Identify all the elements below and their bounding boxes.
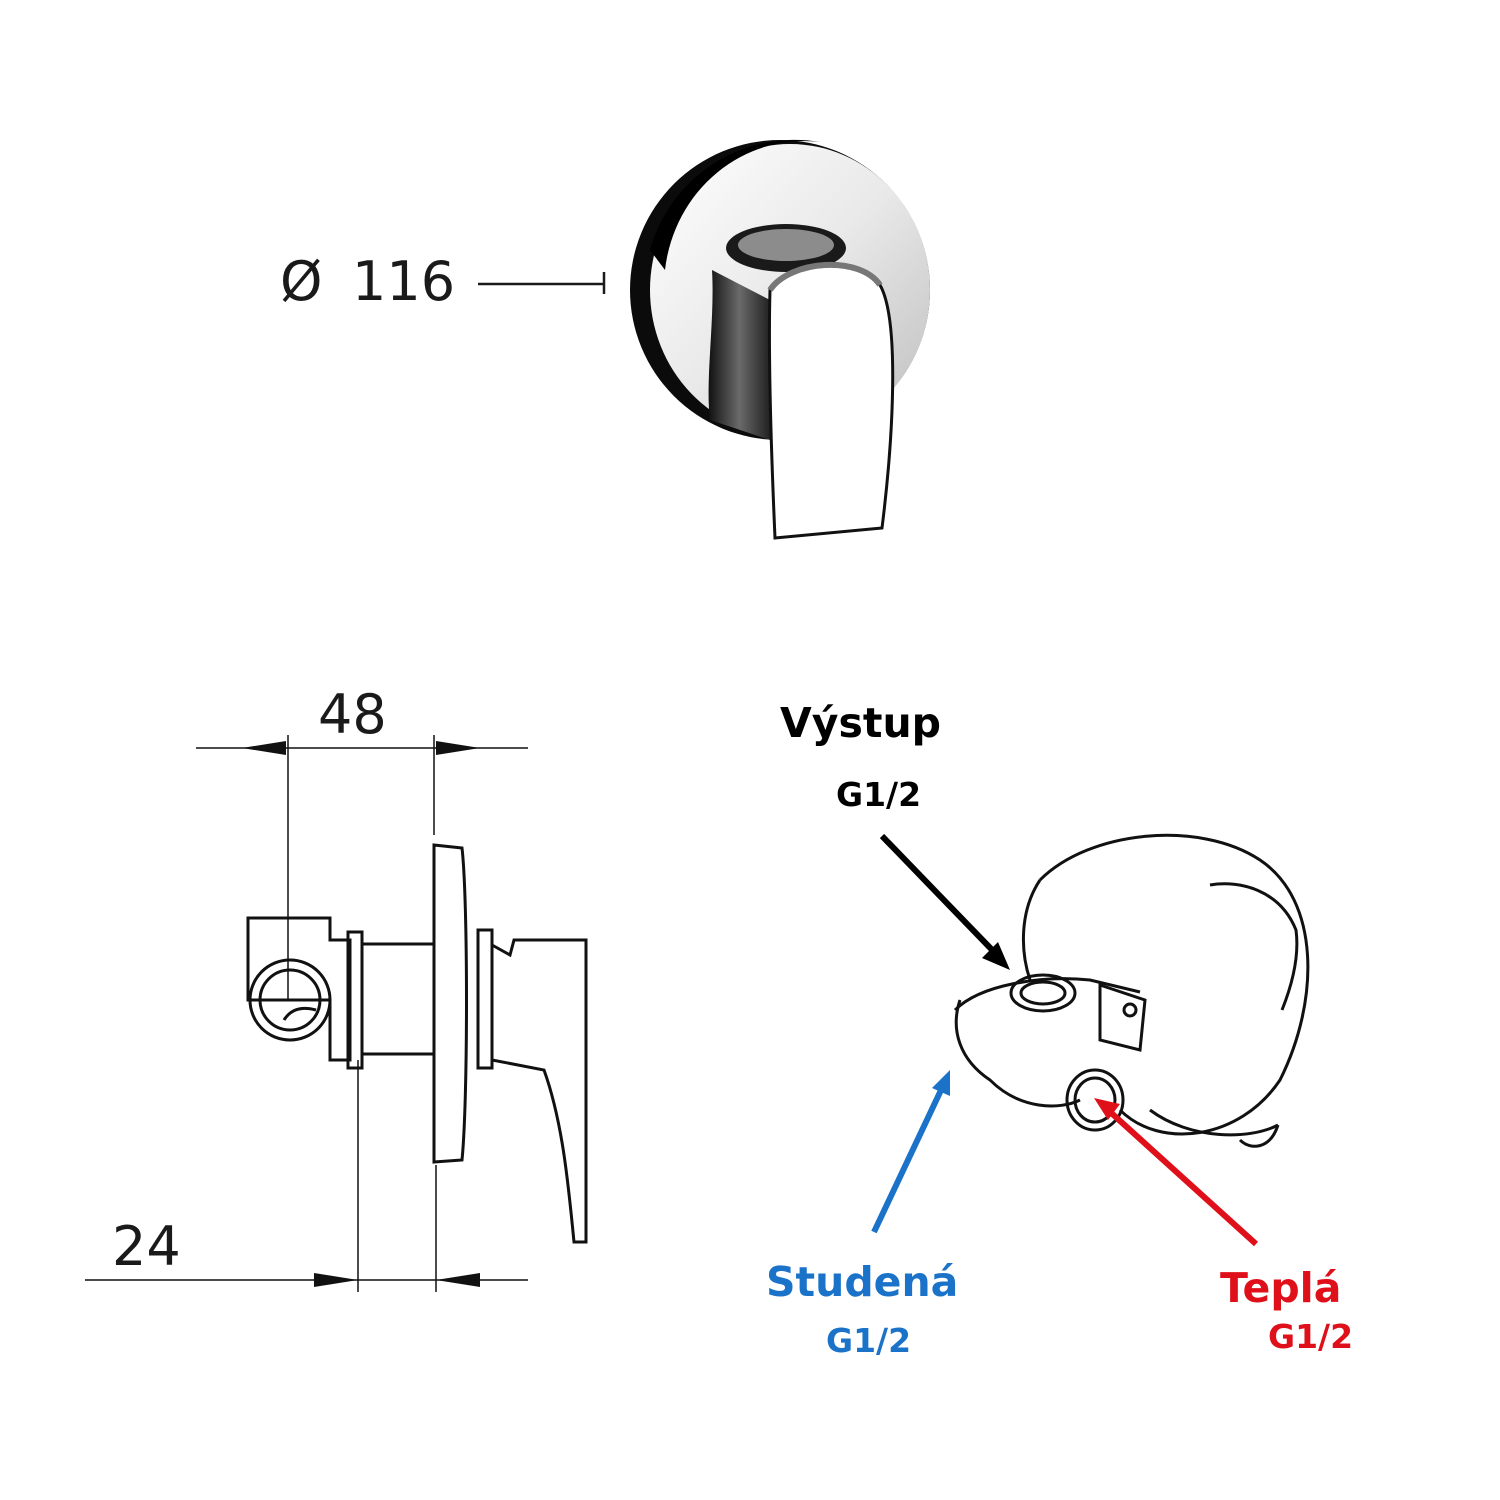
outlet-arrow-head bbox=[982, 942, 1010, 970]
side-view: 48 24 bbox=[85, 683, 588, 1292]
isometric-valve bbox=[953, 833, 1310, 1148]
hot-thread: G1/2 bbox=[1268, 1317, 1353, 1356]
diameter-symbol: Ø bbox=[280, 250, 323, 313]
hot-callout: Teplá G1/2 bbox=[1094, 1098, 1353, 1356]
front-view: Ø 116 bbox=[280, 139, 930, 540]
outlet-callout: Výstup G1/2 bbox=[780, 699, 1010, 970]
arrow-48-left bbox=[242, 741, 286, 755]
hot-label: Teplá bbox=[1220, 1264, 1341, 1312]
isometric-view: Výstup G1/2 Studená G1/2 Teplá G1/2 bbox=[766, 699, 1353, 1360]
outlet-thread: G1/2 bbox=[836, 775, 921, 814]
arrow-24-right bbox=[436, 1273, 480, 1287]
diameter-value: 116 bbox=[352, 250, 455, 313]
cold-callout: Studená G1/2 bbox=[766, 1070, 958, 1360]
dimension-48: 48 bbox=[318, 683, 387, 746]
outlet-arrow-line bbox=[879, 833, 1001, 959]
cold-label: Studená bbox=[766, 1258, 958, 1306]
cold-thread: G1/2 bbox=[826, 1321, 911, 1360]
dimension-24: 24 bbox=[112, 1215, 181, 1278]
outlet-label: Výstup bbox=[780, 699, 941, 747]
arrow-24-left bbox=[314, 1273, 358, 1287]
arrow-48-right bbox=[436, 741, 480, 755]
valve-body-outline bbox=[246, 843, 588, 1244]
cold-arrow-line bbox=[871, 1086, 945, 1234]
hot-arrow-head bbox=[1094, 1098, 1120, 1120]
cold-arrow-head bbox=[932, 1070, 950, 1096]
hot-arrow-line bbox=[1105, 1107, 1259, 1247]
lever-handle bbox=[708, 224, 895, 540]
